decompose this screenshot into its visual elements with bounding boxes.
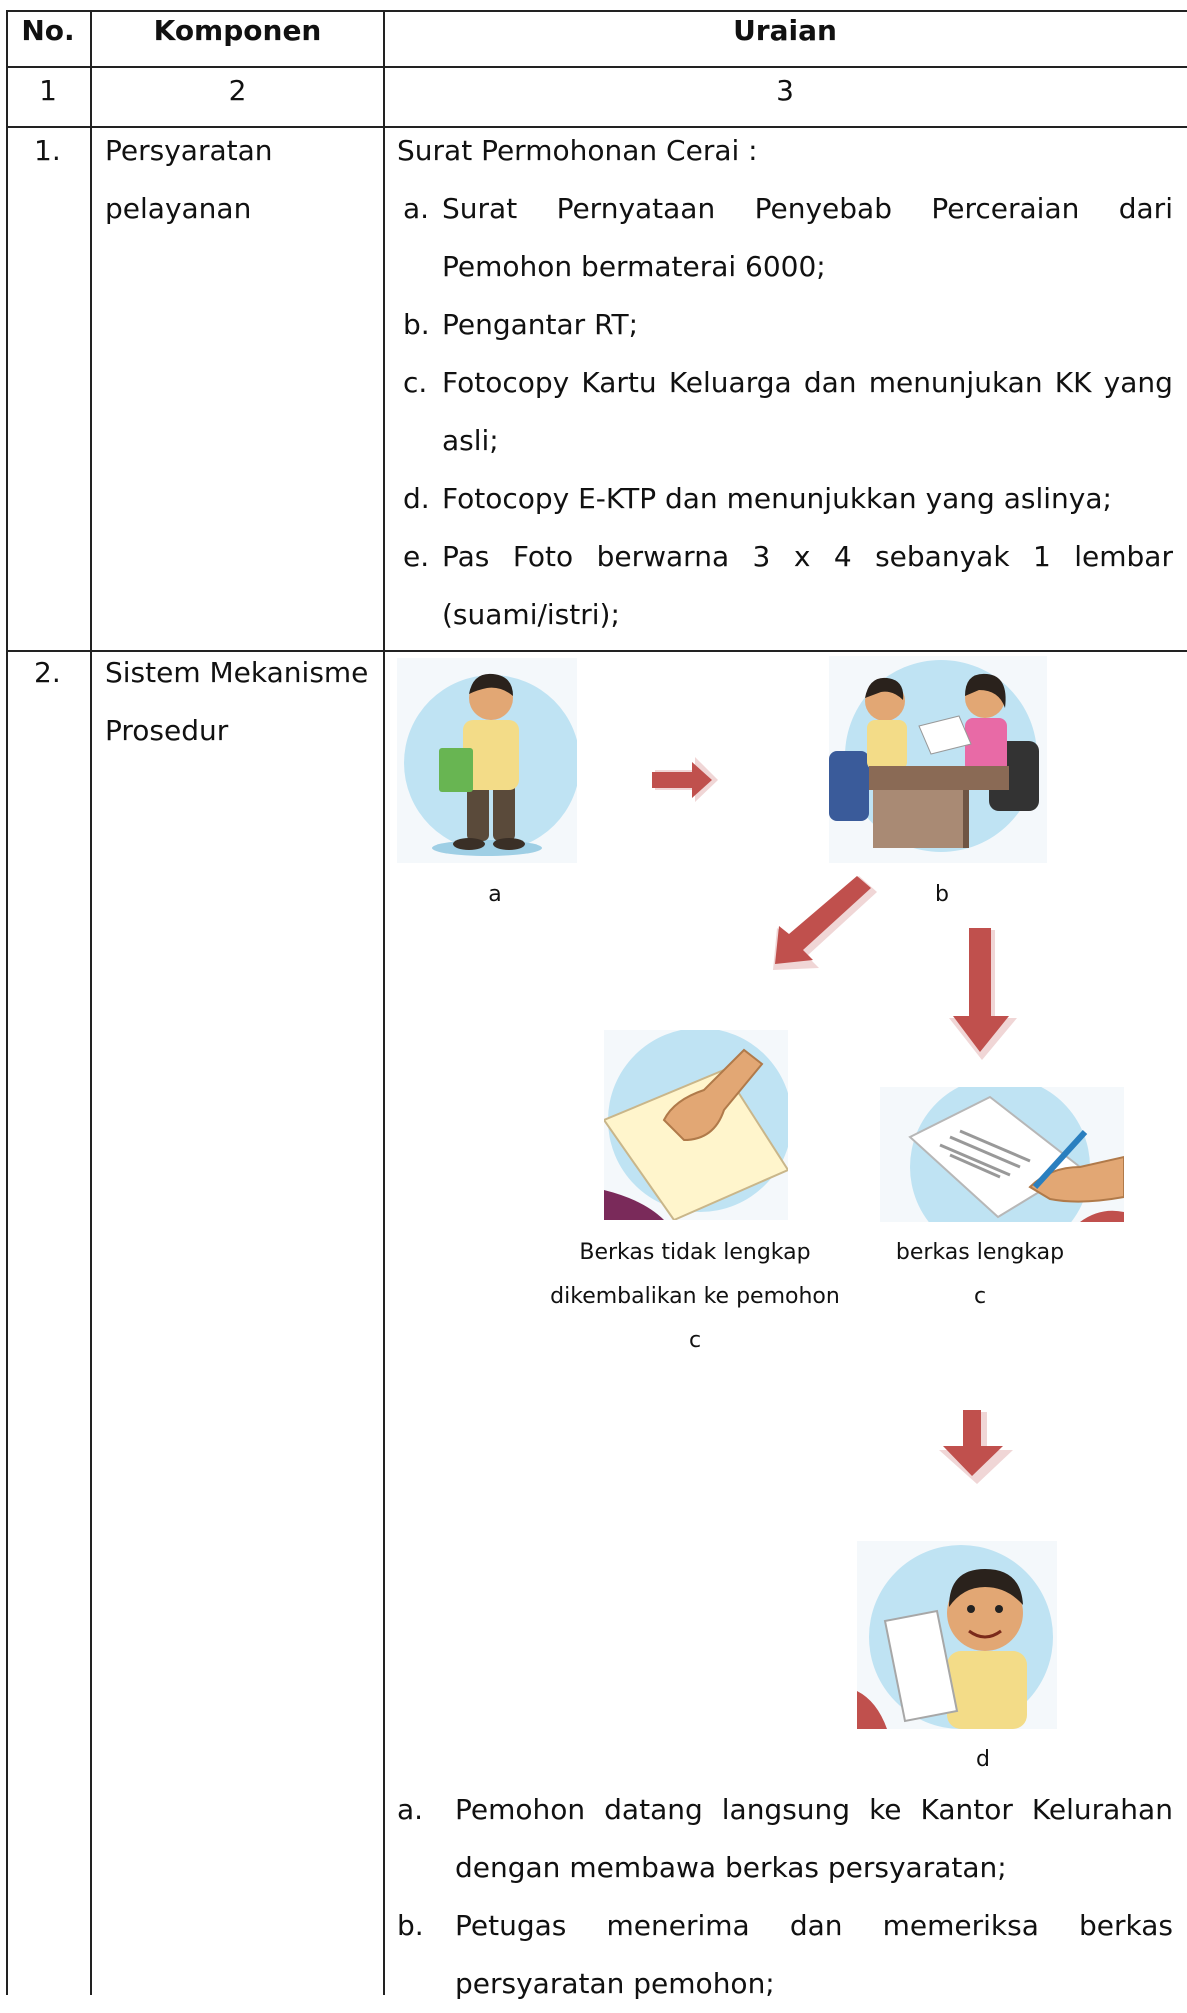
header-komponen: Komponen	[153, 14, 322, 47]
complete-caption-line2: c	[973, 1284, 987, 1309]
item-marker: d.	[403, 482, 430, 515]
item-text-line2: Pemohon bermaterai 6000;	[442, 250, 826, 283]
item-text-line2: asli;	[442, 424, 499, 457]
colnum-1: 1	[39, 74, 57, 107]
applicant-walking-illustration	[397, 658, 577, 863]
step-marker: a.	[397, 1793, 424, 1826]
documents-complete-illustration	[880, 1087, 1124, 1222]
item-marker: e.	[403, 540, 430, 573]
incomplete-caption-line3: c	[688, 1328, 702, 1353]
row1-komponen-line2: pelayanan	[105, 192, 252, 225]
table-border-top	[6, 10, 1187, 12]
step-marker: b.	[397, 1909, 424, 1942]
step-text-line2: dengan membawa berkas persyaratan;	[455, 1851, 1007, 1884]
header-no: No.	[21, 14, 75, 47]
step-label-a: a	[488, 882, 502, 907]
table-border-left	[6, 10, 8, 1995]
header-uraian: Uraian	[733, 14, 837, 47]
row2-komponen-line2: Prosedur	[105, 714, 229, 747]
header-divider	[6, 66, 1187, 68]
item-text-line2: (suami/istri);	[442, 598, 620, 631]
arrow-down-to-d	[935, 1410, 1015, 1486]
arrow-down	[945, 928, 1020, 1063]
row2-komponen-line1: Sistem Mekanisme	[105, 656, 369, 689]
arrow-right	[650, 752, 720, 807]
item-marker: b.	[403, 308, 430, 341]
item-marker: a.	[403, 192, 430, 225]
row2-number: 2.	[34, 656, 61, 689]
colnum-3: 3	[776, 74, 794, 107]
row1-komponen-line1: Persyaratan	[105, 134, 273, 167]
item-text-line1: Pengantar RT;	[442, 308, 639, 341]
complete-caption-line1: berkas lengkap	[895, 1240, 1065, 1265]
incomplete-caption-line1: Berkas tidak lengkap	[579, 1240, 811, 1265]
requirement-item-b: b. Pengantar RT;	[403, 296, 1173, 354]
documents-returned-illustration	[604, 1030, 788, 1220]
row1-number: 1.	[34, 134, 61, 167]
col-divider-2	[383, 10, 385, 1995]
colnum-2: 2	[228, 74, 247, 107]
step-label-b: b	[935, 882, 949, 907]
arrow-down-left	[767, 876, 883, 976]
col-divider-1	[90, 10, 92, 1995]
service-desk-illustration	[829, 656, 1047, 863]
numbers-divider	[6, 126, 1187, 128]
incomplete-caption-line2: dikembalikan ke pemohon	[550, 1284, 840, 1309]
item-text-line1: Fotocopy E-KTP dan menunjukkan yang asli…	[442, 482, 1112, 515]
item-marker: c.	[403, 366, 428, 399]
step-label-d: d	[976, 1747, 990, 1772]
applicant-receives-document-illustration	[857, 1541, 1057, 1729]
row1-intro: Surat Permohonan Cerai :	[397, 134, 758, 167]
row1-divider	[6, 650, 1187, 652]
step-text-line2: persyaratan pemohon;	[455, 1967, 775, 2000]
requirement-item-d: d. Fotocopy E-KTP dan menunjukkan yang a…	[403, 470, 1173, 528]
